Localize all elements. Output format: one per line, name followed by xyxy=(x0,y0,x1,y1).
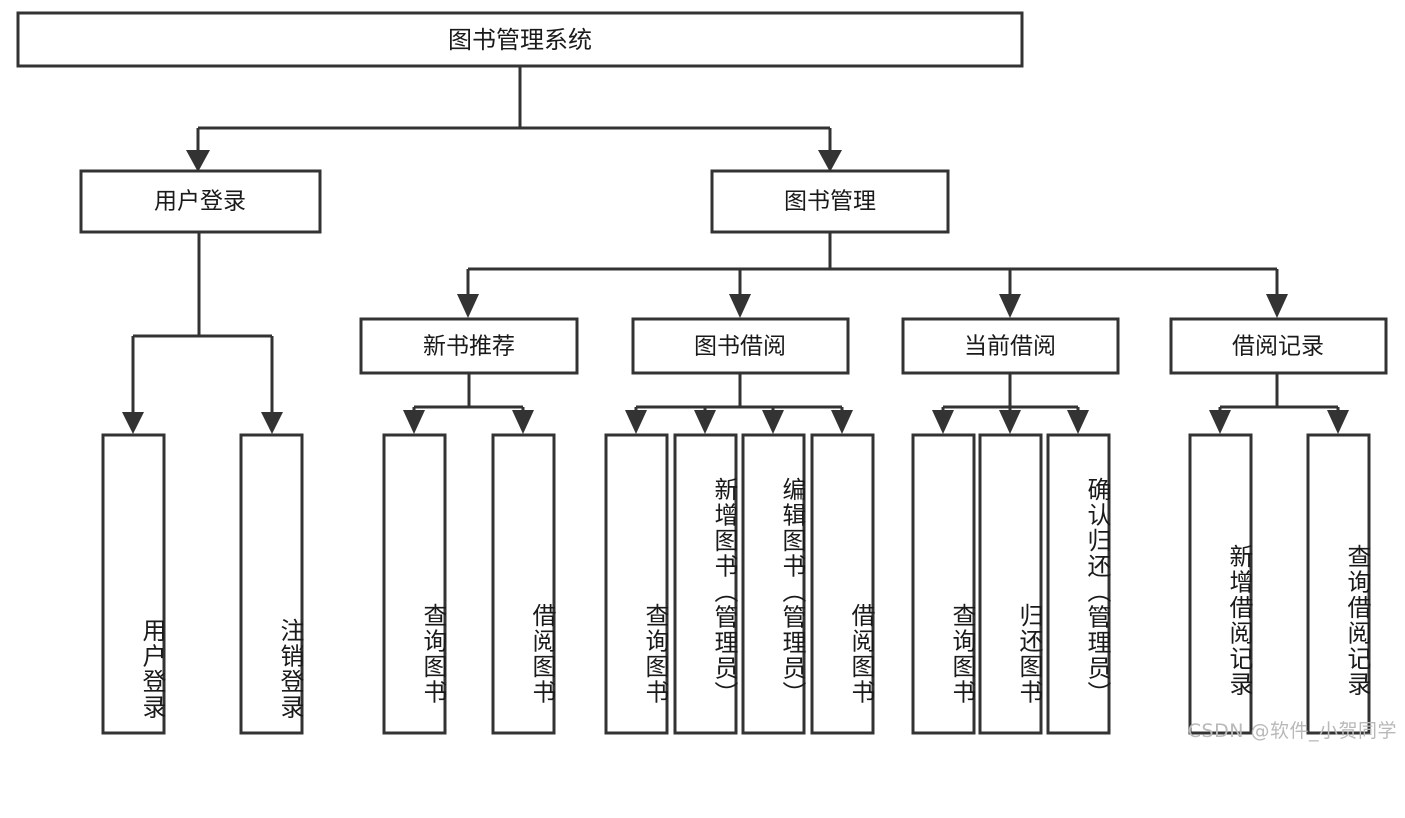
leaf-box-logout-login[interactable] xyxy=(239,433,304,735)
node-book-borrow-label: 图书借阅 xyxy=(694,334,786,360)
node-book-manage-box[interactable] xyxy=(710,169,950,234)
connector-layer xyxy=(122,66,1349,434)
leaf-box-query-book-2[interactable] xyxy=(604,433,669,735)
leaf-box-add-record[interactable] xyxy=(1188,433,1253,735)
leaf-box-add-book[interactable] xyxy=(673,433,738,735)
node-borrow-record[interactable]: 借阅记录 xyxy=(1169,317,1388,375)
node-current-borrow[interactable]: 当前借阅 xyxy=(901,317,1120,375)
leaf-box-query-record[interactable] xyxy=(1306,433,1371,735)
arrow-br-leaf-1-icon xyxy=(1209,410,1231,434)
flowchart-svg: 图书管理系统 用户登录 图书管理 新书推荐 图书借阅 当前借阅 借阅记录 xyxy=(16,11,1388,735)
node-new-book-recommend-label: 新书推荐 xyxy=(423,334,515,360)
leaf-box-borrow-book-2[interactable] xyxy=(810,433,875,735)
arrow-root-to-book-manage-icon xyxy=(818,150,842,172)
arrow-bb-leaf-3-icon xyxy=(762,410,784,434)
node-current-borrow-label: 当前借阅 xyxy=(964,334,1056,360)
arrow-cb-leaf-1-icon xyxy=(932,410,954,434)
watermark: CSDN @软件_小贺同学 xyxy=(1187,720,1397,742)
diagram-canvas: 图书管理系统 用户登录 图书管理 新书推荐 图书借阅 当前借阅 借阅记录 xyxy=(16,11,1397,742)
node-book-borrow[interactable]: 图书借阅 xyxy=(631,317,850,375)
arrow-user-login-leaf-1-icon xyxy=(122,412,144,434)
arrow-newbook-leaf-1-icon xyxy=(403,410,425,434)
leaf-box-borrow-book-1[interactable] xyxy=(491,433,556,735)
node-book-manage[interactable]: 图书管理 xyxy=(710,169,950,234)
arrow-bb-leaf-4-icon xyxy=(831,410,853,434)
leaf-box-query-book-1[interactable] xyxy=(382,433,447,735)
arrow-cb-leaf-2-icon xyxy=(999,410,1021,434)
node-borrow-record-box[interactable] xyxy=(1169,317,1388,375)
node-root[interactable]: 图书管理系统 xyxy=(16,11,1024,68)
leaf-box-confirm-return[interactable] xyxy=(1046,433,1111,735)
leaf-box-return-book[interactable] xyxy=(978,433,1043,735)
arrow-newbook-leaf-2-icon xyxy=(512,410,534,434)
arrow-cb-leaf-3-icon xyxy=(1067,410,1089,434)
leaf-box-user-login[interactable] xyxy=(101,433,166,735)
arrow-bm-to-new-book-icon xyxy=(457,294,479,318)
node-book-borrow-box[interactable] xyxy=(631,317,850,375)
node-user-login-box[interactable] xyxy=(79,169,322,234)
node-borrow-record-label: 借阅记录 xyxy=(1232,334,1324,360)
node-current-borrow-box[interactable] xyxy=(901,317,1120,375)
arrow-bm-to-current-borrow-icon xyxy=(999,294,1021,318)
node-new-book-recommend[interactable]: 新书推荐 xyxy=(359,317,579,375)
node-user-login[interactable]: 用户登录 xyxy=(79,169,322,234)
arrow-user-login-leaf-2-icon xyxy=(261,412,283,434)
arrow-bb-leaf-1-icon xyxy=(625,410,647,434)
node-root-box[interactable] xyxy=(16,11,1024,68)
node-root-label: 图书管理系统 xyxy=(448,26,592,54)
arrow-bm-to-book-borrow-icon xyxy=(729,294,751,318)
leaf-box-edit-book[interactable] xyxy=(741,433,806,735)
arrow-br-leaf-2-icon xyxy=(1327,410,1349,434)
node-user-login-label: 用户登录 xyxy=(154,189,246,215)
leaf-box-query-book-3[interactable] xyxy=(911,433,976,735)
arrow-bb-leaf-2-icon xyxy=(694,410,716,434)
leaf-box-layer xyxy=(101,433,1371,735)
arrow-bm-to-borrow-record-icon xyxy=(1266,294,1288,318)
arrow-root-to-user-login-icon xyxy=(186,150,210,172)
node-book-manage-label: 图书管理 xyxy=(784,189,876,215)
node-new-book-recommend-box[interactable] xyxy=(359,317,579,375)
